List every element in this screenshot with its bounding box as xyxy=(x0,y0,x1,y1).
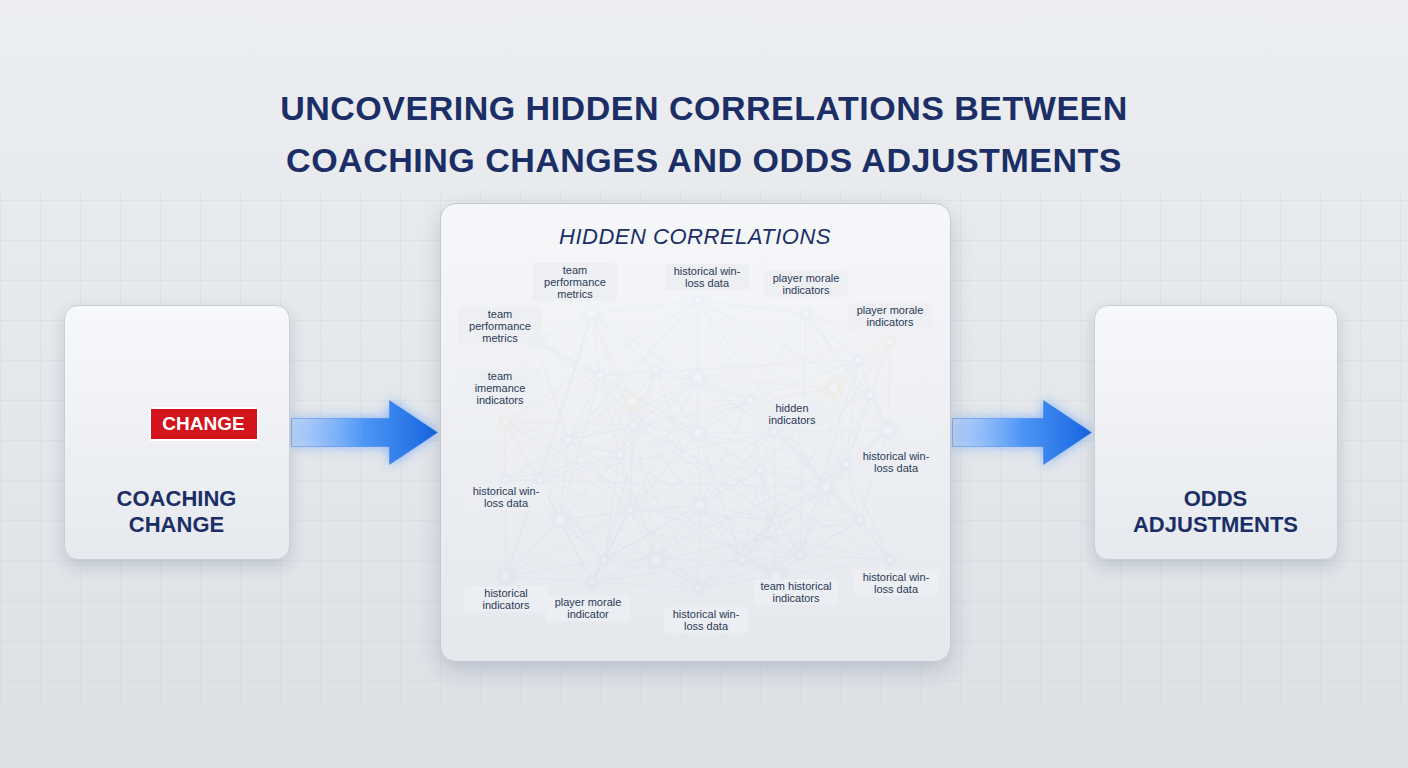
network-label: team performance metrics xyxy=(458,307,542,345)
network-label: historical win-loss data xyxy=(464,484,548,510)
network-label: player morale indicators xyxy=(848,303,932,329)
network-label: hidden indicators xyxy=(750,401,834,427)
network-label: historical win-loss data xyxy=(664,607,748,633)
node-label: COACHING CHANGE xyxy=(65,486,289,538)
network-label: team performance metrics xyxy=(533,263,617,301)
stage-box: COACHING CHANGE CHANGE xyxy=(64,305,290,560)
node-label: ODDS ADJUSTMENTS xyxy=(1095,486,1337,538)
node-label: HIDDEN CORRELATIONS xyxy=(441,224,950,250)
network-label: player morale indicator xyxy=(546,595,630,621)
network-label: historical win-loss data xyxy=(854,570,938,596)
network-label: historical win-loss data xyxy=(854,449,938,475)
change-badge: CHANGE xyxy=(149,407,259,441)
network-label: player morale indicators xyxy=(764,271,848,297)
network-label: team imemance indicators xyxy=(458,369,542,407)
title: UNCOVERING HIDDEN CORRELATIONS BETWEEN C… xyxy=(90,82,1318,186)
network-label: historical indicators xyxy=(464,586,548,612)
network-label: team historical indicators xyxy=(754,579,838,605)
network-label: historical win-loss data xyxy=(665,264,749,290)
badge-text: CHANGE xyxy=(158,411,248,437)
flow-arrow xyxy=(953,401,1092,465)
stage-box: ODDS ADJUSTMENTS xyxy=(1094,305,1338,560)
flow-arrow xyxy=(292,401,438,465)
grid xyxy=(0,190,1408,710)
